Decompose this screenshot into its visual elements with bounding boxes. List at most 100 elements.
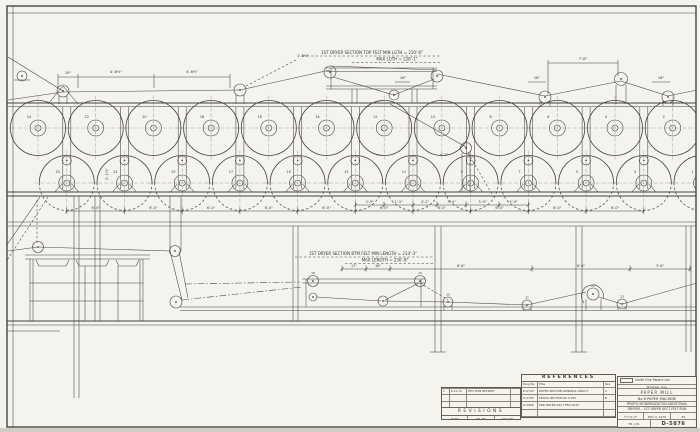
dryer-number: 1 — [691, 170, 693, 174]
dryer-number: 18 — [200, 115, 204, 119]
drawing-line — [332, 76, 395, 96]
revisions-footer-cell: DATE — [450, 417, 459, 420]
dimension-tick — [238, 209, 242, 213]
dryer-shaft — [640, 179, 648, 187]
dryer-shaft — [582, 179, 590, 187]
dimension-tick — [584, 209, 588, 213]
dimension-label: 8'-6" — [457, 264, 466, 268]
felt-roll-center — [312, 296, 314, 298]
dimension-tick — [388, 267, 392, 271]
dimension-chains — [65, 201, 692, 272]
dryer-shaft — [236, 179, 244, 187]
felt-roll — [614, 72, 628, 86]
dimension-label: 2'-1½" — [105, 168, 109, 180]
drawing-line — [65, 259, 70, 267]
bearing-pedestal — [417, 183, 426, 193]
reference-cell — [538, 417, 604, 418]
sheet-number: 59 — [669, 412, 696, 420]
dryer-shaft — [34, 124, 42, 132]
dimension-label: 4'-2" — [440, 153, 449, 157]
dryer-cylinders-bottom-row — [34, 150, 697, 216]
drawing-line — [35, 259, 40, 267]
felt-roll-number: 20 — [446, 293, 450, 297]
dimension-label: 6'-0" — [265, 206, 274, 210]
dryer-number: 12 — [373, 115, 377, 119]
dimension-label: 4'-6½" — [186, 70, 198, 74]
drawing-line — [447, 301, 528, 306]
dimension-tick — [526, 203, 531, 207]
revision-cell: 1 — [442, 389, 450, 395]
dryer-number: 20 — [142, 115, 146, 119]
bearing-pedestal — [227, 183, 236, 193]
reference-cell: B — [604, 395, 607, 400]
felt-roll-center — [37, 246, 39, 248]
dryer-number: 15 — [286, 170, 290, 174]
reference-cell — [604, 410, 615, 416]
company-location: Montreal, Que. — [618, 383, 696, 388]
dimension-label: 16" — [658, 76, 665, 80]
dimension-label: 2'-3" — [394, 200, 403, 204]
dryer-number: 11 — [402, 170, 406, 174]
dryer-cylinders-top-row — [7, 95, 697, 161]
bearing-pedestal — [516, 183, 524, 193]
dryer-shaft — [496, 124, 503, 132]
dryer-cylinder-top-arc — [96, 155, 153, 184]
felt-roll — [586, 287, 600, 301]
dimension-tick — [180, 209, 184, 213]
felt-roll-center — [21, 75, 23, 77]
bearing-pedestal — [244, 183, 253, 193]
dryer-number: 8 — [490, 115, 492, 119]
dimension-tick — [353, 209, 358, 213]
dryer-shaft — [351, 179, 359, 187]
dryer-cylinder-top-arc — [385, 155, 441, 184]
felt-roll-center — [620, 78, 622, 80]
dimension-tick — [353, 203, 358, 207]
dryer-number: 5 — [576, 170, 578, 174]
top-felt-note-line1: 1ST DRYER SECTION TOP FELT MIN LGTH = 21… — [321, 50, 423, 55]
felt-roll — [32, 241, 44, 253]
drawing-line — [7, 196, 41, 245]
bearing-pedestal — [186, 183, 195, 193]
drawing-line — [135, 259, 140, 267]
felt-roll — [169, 295, 183, 309]
project-title-line1: PROP'D MODERNIZATION ADDITIONAL — [618, 400, 696, 406]
felt-roll — [538, 90, 552, 104]
dryer-number: 7 — [518, 170, 520, 174]
dryer-cylinder-top-arc — [38, 155, 95, 184]
dimension-label: 1'-6½" — [297, 54, 309, 58]
dimension-tick — [642, 209, 646, 213]
felt-roll — [460, 142, 472, 154]
references-header: Dwg No Title Rev — [522, 381, 615, 387]
dimension-label: 3'-9" — [366, 200, 375, 204]
bearing-pedestal — [54, 183, 63, 193]
dryer-frame-columns — [54, 107, 657, 193]
dryer-shaft — [121, 179, 128, 187]
btm-felt-note-line2: MAX LENGTH = 230'-8" — [362, 258, 409, 263]
bearing-pedestal — [631, 183, 640, 193]
dimension-label: 16" — [400, 76, 407, 80]
dimension-label: 18" — [534, 76, 541, 80]
reference-cell — [604, 402, 615, 408]
dryer-cylinder-top-arc — [442, 155, 499, 184]
felt-roll — [430, 69, 444, 83]
dryer-shaft — [178, 179, 186, 187]
scale-value: ½"=1'-0" — [623, 414, 638, 419]
dimension-label: 4'-6½" — [110, 70, 122, 74]
reference-row — [522, 408, 615, 417]
dimension-label: 4'-2" — [421, 200, 430, 204]
bearing-pedestal — [71, 183, 80, 193]
bearing-pedestal — [112, 183, 120, 193]
dryer-number: 22 — [85, 115, 89, 119]
felt-roll — [377, 295, 389, 307]
drawing-line — [382, 300, 449, 303]
felt-roll-center — [393, 94, 395, 96]
dryer-cylinder-top-arc — [500, 155, 557, 184]
reference-cell: 2ND DRYER SECT FELT RUN — [538, 402, 604, 409]
dryer-shaft — [525, 179, 532, 187]
dimension-tick — [411, 209, 415, 213]
drawing-line — [467, 152, 493, 195]
revision-cell — [511, 389, 520, 394]
bearing-pedestal — [475, 183, 483, 193]
felt-roll-number: 19 — [418, 271, 422, 275]
